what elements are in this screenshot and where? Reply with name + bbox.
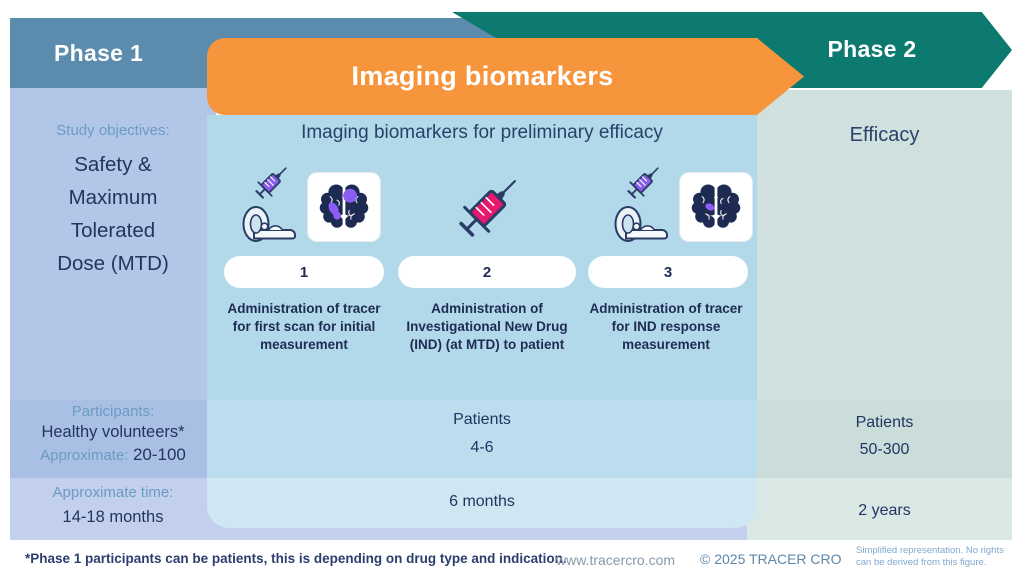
copyright-text: © 2025 TRACER CRO [700, 551, 842, 567]
time-left-block: Approximate time: 14-18 months [10, 484, 216, 527]
patients-label-right: Patients [855, 414, 914, 431]
time-middle-value: 6 months [449, 493, 515, 510]
study-objectives-label: Study objectives: [56, 122, 170, 139]
approximate-label: Approximate: [40, 447, 129, 464]
patients-label-middle: Patients [453, 411, 511, 428]
participants-value: Healthy volunteers* [41, 423, 185, 441]
study-objectives-value: Safety & Maximum Tolerated Dose (MTD) [10, 148, 216, 280]
imaging-biomarkers-banner: Imaging biomarkers [207, 38, 758, 115]
step1-number-badge: 1 [224, 256, 384, 288]
time-row-right [747, 478, 1012, 540]
step3-description: Administration of tracer for IND respons… [589, 301, 743, 353]
syringe-purple-icon [248, 160, 294, 211]
approximate-value: 20-100 [132, 445, 186, 464]
syringe-pink-icon [446, 166, 530, 255]
participants-label: Participants: [71, 403, 155, 420]
participants-right-block: Patients 50-300 [757, 414, 1012, 459]
objective-line-3: Tolerated [70, 219, 156, 242]
imaging-biomarkers-banner-label: Imaging biomarkers [351, 61, 614, 91]
step1-icon-cluster [240, 160, 381, 251]
phase1-time-value: 14-18 months [62, 508, 164, 526]
brain-tracer-icon [307, 172, 381, 242]
objective-line-4: Dose (MTD) [57, 252, 169, 275]
website-link[interactable]: www.tracercro.com [556, 552, 676, 568]
mri-scanner-icon [612, 200, 672, 251]
step1-number: 1 [299, 263, 309, 281]
step1-description: Administration of tracer for first scan … [227, 301, 381, 353]
phase1-banner-label: Phase 1 [54, 40, 144, 66]
phase2-banner-label: Phase 2 [827, 36, 917, 62]
footnote-disclaimer: *Phase 1 participants can be patients, t… [25, 551, 567, 566]
time-right-value: 2 years [858, 502, 911, 519]
step2-description: Administration of Investigational New Dr… [406, 301, 568, 353]
step3-icon-cluster [612, 160, 753, 251]
step2-number: 2 [482, 263, 492, 281]
syringe-purple-icon [620, 160, 666, 211]
approximate-count-line: Approximate: 20-100 [10, 445, 216, 465]
rights-note-line1: Simplified representation. No rights [856, 545, 1004, 556]
imaging-section-title: Imaging biomarkers for preliminary effic… [301, 122, 663, 143]
step2-icon-cluster [446, 166, 526, 250]
objective-line-2: Maximum [68, 186, 158, 209]
efficacy-title: Efficacy [849, 124, 920, 146]
time-row-middle [207, 478, 757, 528]
rights-note: Simplified representation. No rights can… [856, 545, 1016, 568]
step2-number-badge: 2 [398, 256, 576, 288]
approximate-time-label: Approximate time: [52, 484, 174, 501]
patients-count-middle: 4-6 [470, 439, 494, 456]
rights-note-line2: can be derived from this figure. [856, 556, 987, 568]
objective-line-1: Safety & [74, 153, 152, 176]
step3-number: 3 [663, 263, 673, 281]
brain-response-icon [679, 172, 753, 242]
patients-count-right: 50-300 [859, 441, 910, 458]
participants-row-middle [207, 400, 757, 478]
step3-number-badge: 3 [588, 256, 748, 288]
participants-middle-block: Patients 4-6 [207, 411, 757, 457]
mri-scanner-icon [240, 200, 300, 251]
participants-left-block: Participants: Healthy volunteers* Approx… [10, 403, 216, 465]
participants-row-right [757, 400, 1012, 478]
participants-row-left [10, 400, 216, 478]
